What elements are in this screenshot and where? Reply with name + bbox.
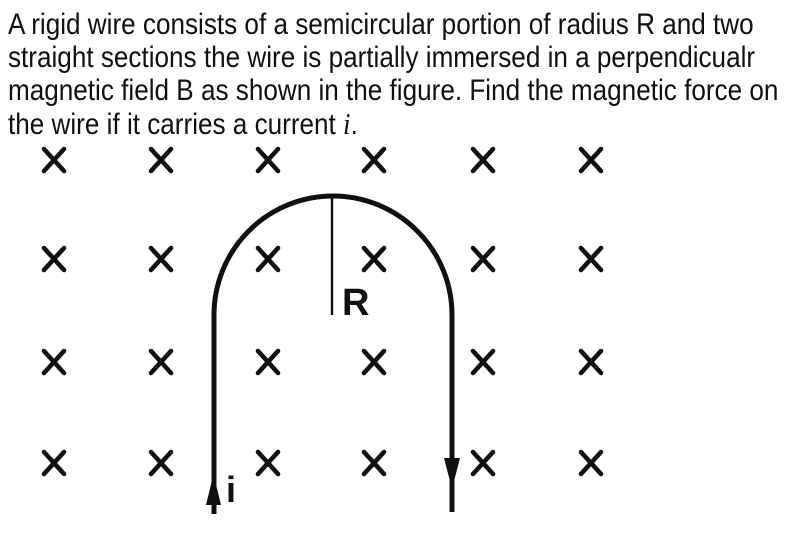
field-x-mark [470, 245, 496, 273]
field-x-mark [41, 245, 67, 273]
current-label: i [226, 469, 236, 510]
question-line-4: the wire if it carries a current i. [8, 106, 800, 141]
field-x-mark [255, 348, 281, 376]
field-x-mark [361, 245, 387, 273]
field-x-mark [361, 146, 387, 174]
field-x-mark [578, 348, 604, 376]
field-x-mark [41, 146, 67, 174]
current-arrow-up-icon [206, 474, 221, 505]
field-x-mark [470, 449, 496, 477]
question-line-4-prefix: the wire if it carries a current [8, 108, 344, 141]
question-line-4-suffix: . [350, 108, 358, 141]
field-x-mark [470, 348, 496, 376]
field-x-mark [361, 348, 387, 376]
field-x-mark [578, 146, 604, 174]
question-line-2: straight sections the wire is partially … [8, 41, 756, 74]
field-x-mark [41, 449, 67, 477]
question-line-1: A rigid wire consists of a semicircular … [8, 8, 754, 41]
field-x-mark [578, 245, 604, 273]
field-x-mark [148, 146, 174, 174]
field-x-mark [148, 348, 174, 376]
math-current-symbol: i [343, 106, 351, 141]
field-x-mark [148, 245, 174, 273]
radius-label: R [342, 282, 369, 324]
field-marks-group [41, 146, 604, 477]
figure-diagram: R i [41, 146, 604, 514]
current-arrow-down-icon [444, 458, 460, 489]
question-text: A rigid wire consists of a semicircular … [8, 8, 800, 141]
field-x-mark [255, 449, 281, 477]
field-x-mark [578, 449, 604, 477]
question-line-3: magnetic field B as shown in the figure.… [8, 74, 779, 107]
field-x-mark [255, 146, 281, 174]
field-x-mark [361, 449, 387, 477]
field-x-mark [255, 245, 281, 273]
field-x-mark [148, 449, 174, 477]
field-x-mark [470, 146, 496, 174]
field-x-mark [41, 348, 67, 376]
